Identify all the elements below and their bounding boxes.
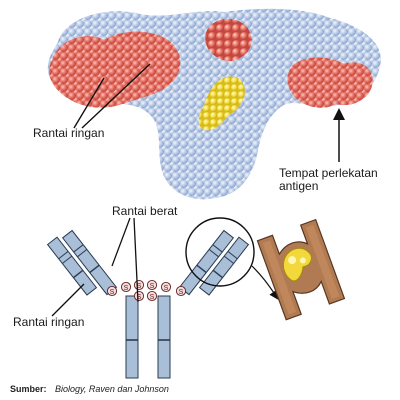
svg-text:S: S	[137, 294, 142, 301]
left-stem-heavy-chain	[125, 295, 139, 379]
disulfide-bond: S	[175, 285, 187, 297]
light-chain-bottom-pointer	[51, 283, 85, 317]
label-heavy-chain: Rantai berat	[112, 204, 178, 218]
svg-text:S: S	[137, 283, 142, 290]
disulfide-bond: S	[146, 279, 158, 291]
right-stem-heavy-chain	[157, 295, 171, 379]
disulfide-bond: S	[133, 279, 145, 291]
antibody-schematic: S S S S S S S	[46, 217, 250, 379]
disulfide-bond: S	[120, 281, 132, 293]
disulfide-bonds: S S S S S S S	[106, 279, 187, 302]
left-light-chain-segment	[46, 236, 98, 296]
label-light-chain-bottom: Rantai ringan	[13, 315, 85, 329]
stem	[125, 295, 171, 379]
space-filling-model	[47, 8, 381, 200]
label-antigen-site-line2: antigen	[279, 179, 319, 193]
label-light-chain-top: Rantai ringan	[33, 126, 105, 140]
disulfide-bond: S	[133, 290, 145, 302]
left-arm	[46, 229, 118, 296]
source-value: Biology, Raven dan Johnson	[55, 384, 169, 394]
carbohydrate-molecule	[198, 76, 245, 131]
magnifier-circle	[185, 217, 255, 287]
disulfide-bond: S	[106, 285, 118, 297]
svg-text:S: S	[124, 285, 129, 292]
label-antigen-site-line1: Tempat perlekatan	[279, 166, 378, 180]
light-chain-molecule-left	[49, 31, 181, 108]
svg-text:S: S	[150, 294, 155, 301]
source-key: Sumber:	[10, 384, 47, 394]
right-arm	[178, 229, 250, 296]
right-light-chain-segment	[198, 236, 250, 296]
antigen-binding-closeup	[256, 218, 346, 321]
light-chain-molecule-right	[205, 18, 373, 108]
light-chain-pointers	[73, 63, 151, 129]
disulfide-bond: S	[160, 281, 172, 293]
svg-text:S: S	[164, 285, 169, 292]
zoom-callout	[185, 217, 346, 321]
svg-text:S: S	[110, 289, 115, 296]
label-antigen-binding-site: Tempat perlekatan antigen	[279, 167, 389, 193]
antigen-shape	[282, 247, 312, 282]
svg-text:S: S	[179, 289, 184, 296]
svg-text:S: S	[150, 283, 155, 290]
source-credit: Sumber: Biology, Raven dan Johnson	[10, 384, 169, 394]
heavy-chain-pointers	[111, 217, 139, 303]
disulfide-bond: S	[146, 290, 158, 302]
